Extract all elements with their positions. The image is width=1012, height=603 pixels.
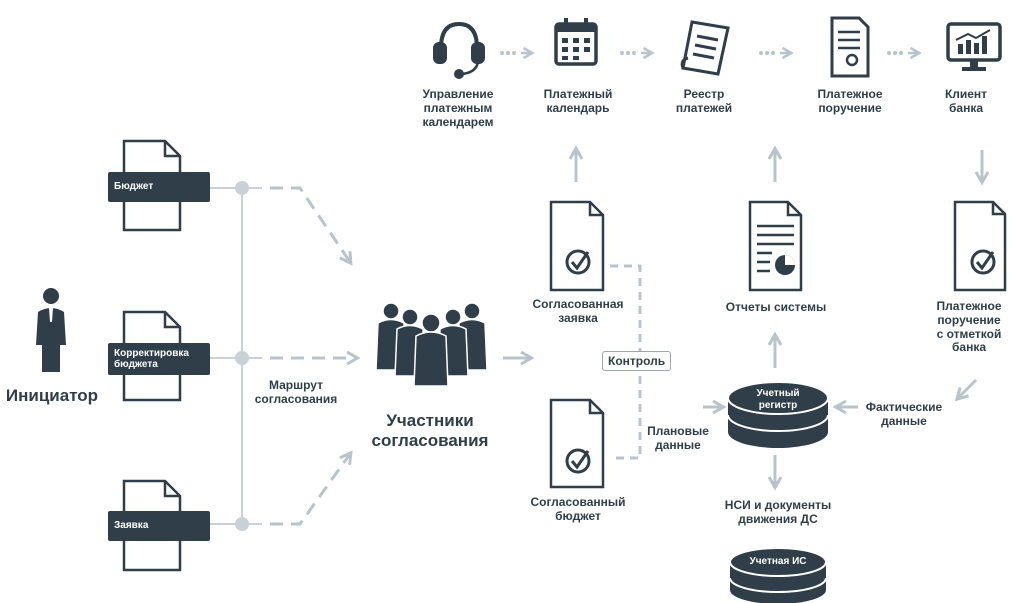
- request-tag: Заявка: [108, 511, 210, 541]
- dashed-arrow: [270, 450, 353, 526]
- participants-group-icon: [375, 302, 488, 387]
- planned-data-label: Плановые данные: [647, 424, 709, 452]
- initiator-person-icon: [36, 288, 66, 372]
- request-label: Заявка: [114, 520, 149, 532]
- dashed-arrow: [270, 186, 353, 266]
- accounting-is-database-icon: [729, 547, 827, 603]
- route-label: Маршрут согласования: [254, 378, 338, 406]
- top-label-management: Управление платежным календарем: [422, 87, 494, 129]
- top-label-calendar: Платежный календарь: [543, 87, 613, 115]
- budget-tag: Бюджет: [108, 172, 210, 202]
- budget-label: Бюджет: [114, 181, 154, 193]
- accounting-register-label: Учетный регистр: [756, 388, 800, 411]
- monitor-chart-icon: [946, 22, 1002, 71]
- system-reports-icon: [748, 200, 803, 292]
- payment-order-marked-icon: [953, 200, 1007, 292]
- approved-request-label: Согласованная заявка: [532, 297, 624, 325]
- payment-order-marked-label: Платежное поручение с отметкой банка: [936, 299, 1002, 355]
- system-reports-label: Отчеты системы: [725, 300, 827, 314]
- participants-label: Участники согласования: [371, 411, 489, 450]
- top-label-payment-order: Платежное поручение: [817, 87, 883, 115]
- accounting-register-database-icon: [727, 381, 829, 448]
- top-label-bank-client: Клиент банка: [944, 87, 988, 115]
- top-label-registry: Реестр платежей: [675, 87, 733, 115]
- junction-dot: [235, 351, 249, 365]
- junction-dot: [235, 181, 249, 195]
- nsi-documents-label: НСИ и документы движения ДС: [724, 498, 832, 526]
- registry-list-icon: [680, 20, 730, 76]
- certificate-document-icon: [830, 16, 870, 78]
- headset-icon: [433, 21, 485, 79]
- budget-correction-label: Корректировка бюджета: [114, 347, 189, 371]
- approved-budget-label: Согласованный бюджет: [530, 495, 626, 523]
- actual-data-label: Фактические данные: [865, 400, 943, 428]
- budget-correction-tag: Корректировка бюджета: [108, 343, 210, 375]
- initiator-label: Инициатор: [5, 386, 99, 405]
- accounting-is-label: Учетная ИС: [749, 556, 807, 567]
- calendar-icon: [554, 18, 598, 66]
- control-badge: Контроль: [602, 351, 672, 371]
- approved-request-icon: [549, 200, 605, 292]
- approved-budget-icon: [549, 398, 605, 489]
- junction-dot: [235, 517, 249, 531]
